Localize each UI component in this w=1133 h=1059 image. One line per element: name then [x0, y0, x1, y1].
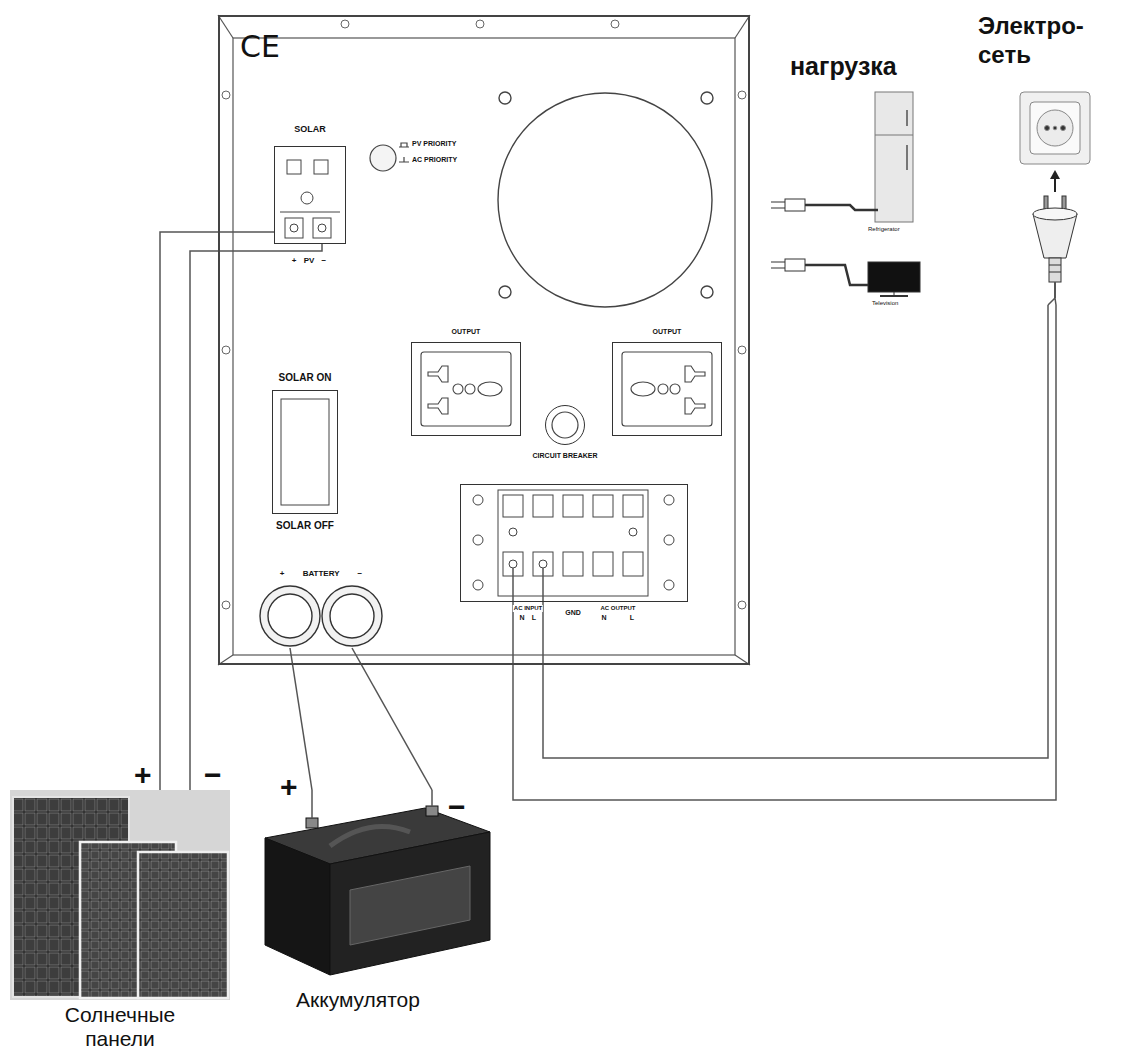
- label-text: CIRCUIT BREAKER: [533, 452, 598, 460]
- label-text: OUTPUT: [653, 328, 682, 336]
- ce-mark: CE: [240, 30, 280, 65]
- label-text: GND: [564, 609, 582, 617]
- ac-terminal-block: AC INPUTNLGNDAC OUTPUTNL: [460, 484, 688, 602]
- output-socket: OUTPUT: [612, 342, 722, 436]
- pv-terminal: SOLAR+ PV −: [274, 146, 346, 244]
- label-text: + BATTERY −: [280, 569, 363, 578]
- battery-posts: [260, 586, 382, 646]
- power-plug-picture: [1033, 196, 1077, 305]
- label-text: AC OUTPUT: [600, 605, 637, 612]
- mode-label: AC PRIORITY: [412, 156, 457, 164]
- switch-rocker: [281, 399, 329, 505]
- label-text: SOLAR ON: [279, 372, 332, 384]
- label-text: Аккумулятор: [296, 988, 420, 1012]
- label-text: Солнечные панели: [40, 1003, 200, 1050]
- polarity-sign: −: [448, 790, 466, 825]
- housing-bevel: [218, 15, 750, 665]
- polarity-sign: −: [204, 758, 222, 793]
- breaker-knob: [552, 412, 578, 438]
- refrigerator-picture: [771, 92, 913, 222]
- grid-socket: Электро- сеть: [975, 10, 1110, 305]
- label-text: Электро- сеть: [978, 12, 1108, 70]
- wire: [352, 648, 432, 790]
- pv-terminal-detail: [280, 160, 340, 238]
- battery-picture: [265, 790, 490, 975]
- device-label: Refrigerator: [868, 226, 900, 233]
- wire: [290, 648, 312, 790]
- television-picture: [771, 259, 920, 296]
- priority-button: [370, 143, 409, 171]
- label-text: AC INPUT: [513, 605, 543, 612]
- housing-screws: [222, 20, 746, 609]
- solar-switch: SOLAR ONSOLAR OFF: [272, 390, 338, 514]
- wire: [543, 305, 1048, 758]
- output-socket: OUTPUT: [411, 342, 521, 436]
- universal-socket: [421, 352, 712, 426]
- battery-terminals: + BATTERY −: [256, 584, 386, 648]
- wire: [513, 305, 1056, 800]
- label-text: N: [600, 614, 607, 622]
- label-text: L: [629, 614, 635, 622]
- label-text: нагрузка: [790, 52, 897, 81]
- mode-label: PV PRIORITY: [412, 140, 456, 148]
- polarity-sign: +: [134, 758, 152, 793]
- label-text: SOLAR: [294, 124, 326, 134]
- load-group: нагрузка: [760, 50, 935, 305]
- label-text: N: [518, 614, 525, 622]
- solar-panel-picture: [10, 790, 230, 1000]
- polarity-sign: +: [280, 770, 298, 805]
- label-text: + PV −: [292, 256, 326, 265]
- label-text: OUTPUT: [452, 328, 481, 336]
- wire: [160, 232, 274, 790]
- terminal-block-detail: [473, 490, 674, 602]
- circuit-breaker: CIRCUIT BREAKER: [545, 405, 585, 445]
- inverter-housing: CESOLAR+ PV −SOLAR ONSOLAR OFFOUTPUTOUTP…: [218, 15, 750, 665]
- fan-grille: [498, 92, 713, 307]
- label-text: L: [531, 614, 537, 622]
- wire: [190, 244, 322, 790]
- wall-socket-picture: [1020, 92, 1090, 192]
- label-text: SOLAR OFF: [276, 520, 334, 532]
- solar-panels: Солнечные панели: [10, 790, 230, 1000]
- device-label: Television: [872, 300, 898, 307]
